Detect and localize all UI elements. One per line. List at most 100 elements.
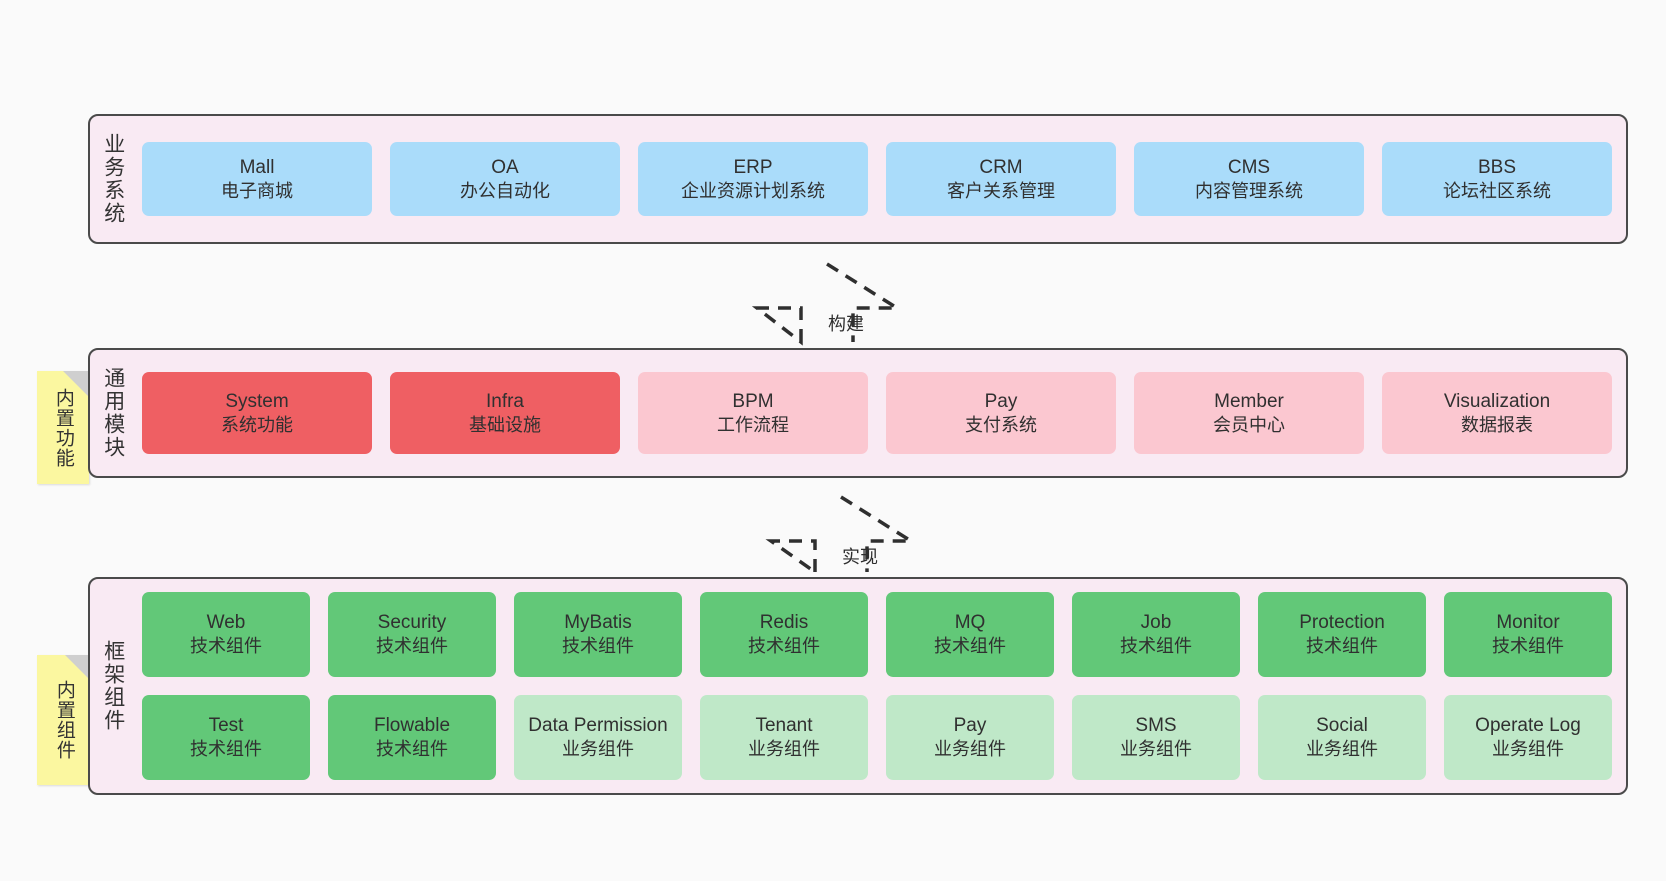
component-card-subtitle: 技术组件 <box>1120 636 1192 657</box>
sticky-note-label: 内置功能 <box>52 387 74 468</box>
component-card-subtitle: 业务组件 <box>748 739 820 760</box>
component-card-title: OA <box>491 156 519 178</box>
component-card-title: ERP <box>733 156 773 178</box>
connector-arrow-shape <box>751 262 904 346</box>
component-card-subtitle: 业务组件 <box>562 739 634 760</box>
component-card-title: BBS <box>1477 156 1517 178</box>
component-card-title: Flowable <box>373 715 451 737</box>
component-card-subtitle: 技术组件 <box>748 636 820 657</box>
component-card-subtitle: 客户关系管理 <box>947 180 1055 201</box>
connector-arrow-build: 构建 <box>747 262 907 346</box>
component-card-title: CMS <box>1227 156 1271 178</box>
connector-arrow-shape <box>765 495 918 576</box>
component-card-subtitle: 电子商城 <box>221 180 293 201</box>
component-card-subtitle: 技术组件 <box>934 636 1006 657</box>
component-card-title: Pay <box>953 715 987 737</box>
component-card-subtitle: 技术组件 <box>376 636 448 657</box>
component-card-subtitle: 业务组件 <box>934 739 1006 760</box>
component-card-subtitle: 企业资源计划系统 <box>681 180 825 201</box>
component-card-title: BPM <box>732 390 774 412</box>
component-card-subtitle: 业务组件 <box>1492 739 1564 760</box>
component-card-subtitle: 论坛社区系统 <box>1443 180 1551 201</box>
component-card-subtitle: 技术组件 <box>190 739 262 760</box>
component-card-subtitle: 数据报表 <box>1461 414 1533 435</box>
section-label-framework-components: 框架组件 <box>101 640 125 732</box>
component-card-title: System <box>225 390 289 412</box>
sticky-note-common-module: 内置功能 <box>37 371 89 484</box>
sticky-note-framework-components: 内置组件 <box>37 655 91 785</box>
component-card-subtitle: 业务组件 <box>1306 739 1378 760</box>
component-card-title: CRM <box>979 156 1023 178</box>
component-card-subtitle: 办公自动化 <box>460 180 550 201</box>
component-card-title: Test <box>208 715 244 737</box>
component-card-subtitle: 工作流程 <box>717 414 789 435</box>
component-card-title: Job <box>1140 612 1172 634</box>
component-card-title: Data Permission <box>528 715 668 737</box>
connector-arrow-label: 实现 <box>842 547 878 567</box>
connector-arrow-implement: 实现 <box>761 495 921 576</box>
component-card-subtitle: 基础设施 <box>469 414 541 435</box>
component-card-subtitle: 系统功能 <box>221 414 293 435</box>
component-card-subtitle: 技术组件 <box>190 636 262 657</box>
component-card-title: Social <box>1316 715 1368 737</box>
sticky-note-label: 内置组件 <box>53 680 75 760</box>
component-card-title: Redis <box>759 612 809 634</box>
component-card-subtitle: 支付系统 <box>965 414 1037 435</box>
component-card-subtitle: 技术组件 <box>1492 636 1564 657</box>
component-card-subtitle: 会员中心 <box>1213 414 1285 435</box>
section-label-common-module: 通用模块 <box>101 367 125 459</box>
component-card-title: Monitor <box>1496 612 1560 634</box>
component-card-subtitle: 技术组件 <box>1306 636 1378 657</box>
component-card-title: Mall <box>239 156 275 178</box>
component-card-title: Protection <box>1299 612 1385 634</box>
component-card-title: Visualization <box>1443 390 1551 412</box>
component-card-title: Operate Log <box>1475 715 1581 737</box>
section-label-business: 业务系统 <box>101 133 125 225</box>
component-card-subtitle: 业务组件 <box>1120 739 1192 760</box>
component-card-title: Web <box>206 612 246 634</box>
component-card-title: Pay <box>984 390 1018 412</box>
component-card-title: Member <box>1214 390 1284 412</box>
component-card-title: Infra <box>485 390 525 412</box>
component-card-title: SMS <box>1135 715 1177 737</box>
component-card-subtitle: 技术组件 <box>562 636 634 657</box>
